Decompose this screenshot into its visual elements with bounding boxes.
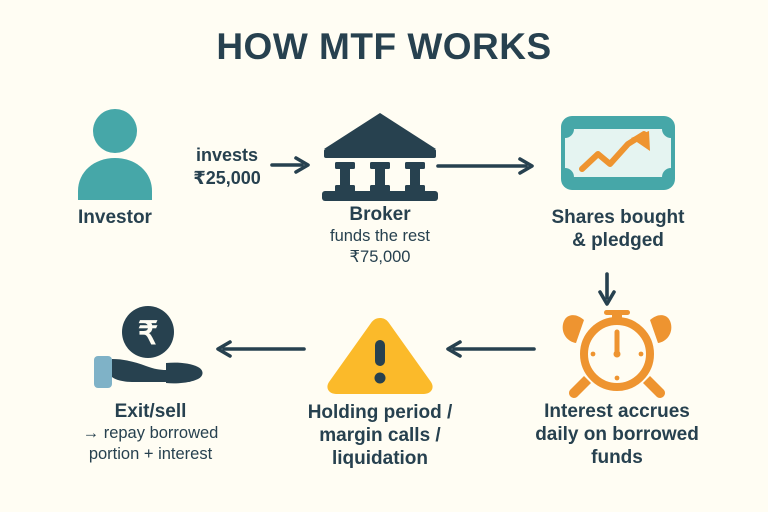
node-shares-title: Shares bought & pledged	[551, 207, 685, 252]
node-interest: Interest accrues daily on borrowed funds	[512, 302, 722, 470]
alarm-clock-icon	[512, 302, 722, 398]
person-icon	[30, 108, 200, 200]
page-title: HOW MTF WORKS	[216, 26, 552, 67]
svg-text:₹: ₹	[138, 315, 158, 351]
node-investor-title: Investor	[78, 207, 152, 228]
node-interest-title: Interest accrues daily on borrowed funds	[535, 401, 699, 469]
node-exit-title: Exit/sell	[114, 401, 187, 422]
node-exit-sub: → repay borrowed portion + interest	[82, 424, 219, 464]
node-shares: Shares bought & pledged	[528, 110, 708, 252]
node-holding: Holding period / margin calls / liquidat…	[280, 310, 480, 471]
share-certificate-icon	[528, 110, 708, 200]
arrow-broker-to-shares-icon	[436, 155, 536, 177]
node-broker: Broker funds the rest ₹75,000	[290, 105, 470, 268]
node-broker-title: Broker	[349, 204, 411, 225]
label-invests-amount: invests ₹25,000	[193, 145, 261, 189]
arrow-shares-to-interest-icon	[596, 272, 618, 308]
arrow-investor-to-broker-icon	[270, 154, 312, 176]
bank-icon	[290, 105, 470, 201]
arrow-holding-to-exit-icon	[214, 338, 306, 360]
arrow-interest-to-holding-icon	[444, 338, 536, 360]
node-investor: Investor	[30, 108, 200, 229]
node-exit: ₹ Exit/sell → repay borrowed portion + i…	[48, 300, 253, 465]
node-broker-sub: funds the rest ₹75,000	[330, 227, 430, 267]
hand-rupee-icon: ₹	[48, 300, 253, 394]
node-holding-title: Holding period / margin calls / liquidat…	[307, 402, 453, 470]
warning-triangle-icon	[280, 310, 480, 395]
